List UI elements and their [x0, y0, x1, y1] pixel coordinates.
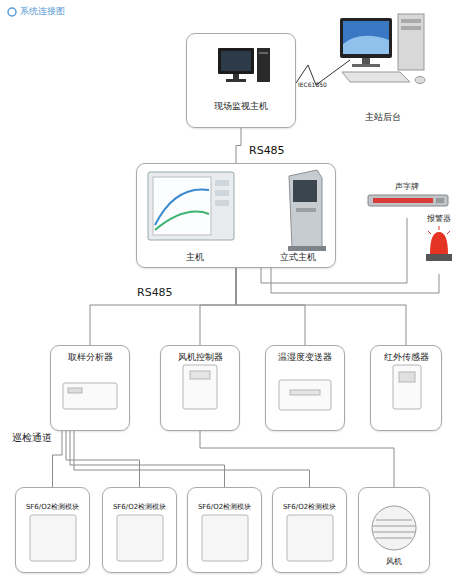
connector-line — [236, 268, 406, 345]
device-box: 温湿度变送器 — [265, 345, 345, 431]
beacon-icon — [426, 226, 452, 261]
node-label: 温湿度变送器 — [266, 352, 344, 363]
device-box: 报警器 — [420, 212, 458, 274]
device-box: SF6/O2检测模块 — [272, 487, 347, 573]
module-icons — [30, 515, 333, 561]
kiosk-icon — [288, 170, 326, 251]
node-label: 主站后台 — [320, 112, 445, 123]
connector-line — [66, 431, 140, 487]
device-box: 红外传感器 — [370, 345, 442, 431]
display-bar-icon — [368, 195, 448, 206]
device-icons — [63, 365, 421, 410]
node-label: 风机 — [359, 556, 429, 567]
host-panel-icon — [148, 172, 234, 240]
node-label: 声字牌 — [362, 181, 452, 192]
connector-line — [74, 431, 310, 487]
text-label: 巡检通道 — [12, 432, 52, 443]
device-box: RS485主机立式主机 — [136, 163, 336, 268]
connector-line — [53, 431, 63, 487]
title-bullet — [8, 8, 16, 16]
connector-line — [90, 268, 236, 345]
node-label: SF6/O2检测模块 — [103, 502, 176, 513]
device-box: 声字牌 — [362, 178, 452, 218]
device-box: SF6/O2检测模块 — [15, 487, 90, 573]
node-label: 主机 — [145, 252, 245, 263]
node-label: 立式主机 — [265, 252, 330, 263]
device-box: 取样分析器 — [50, 345, 130, 431]
node-label: SF6/O2检测模块 — [16, 502, 89, 513]
node-label: 红外传感器 — [371, 352, 441, 363]
connector-line — [70, 431, 225, 487]
device-box: SF6/O2检测模块 — [102, 487, 177, 573]
fan-icon — [372, 506, 416, 550]
device-box: 立式主机 — [265, 170, 330, 265]
device-box: 风机 — [358, 487, 430, 573]
node-label: 现场监视主机 — [187, 101, 295, 112]
diagram-title: 系统连接图 — [20, 6, 65, 17]
text-label: RS485 — [137, 287, 173, 298]
connector-line — [200, 431, 394, 487]
node-label: 取样分析器 — [51, 352, 129, 363]
device-box: 风机控制器 — [160, 345, 240, 431]
device-box: 主机 — [145, 170, 245, 265]
device-box: 现场监视主机 — [186, 33, 296, 128]
node-label: SF6/O2检测模块 — [188, 502, 261, 513]
connector-line — [271, 268, 439, 293]
node-label: 报警器 — [420, 213, 458, 224]
station-pc-icon — [340, 14, 425, 84]
node-label: SF6/O2检测模块 — [273, 502, 346, 513]
connector-line — [261, 218, 407, 283]
device-box: 主站后台 — [320, 8, 445, 128]
connector-line — [236, 268, 305, 345]
connector-line — [200, 268, 236, 345]
device-box: SF6/O2检测模块 — [187, 487, 262, 573]
monitor-pc-icon — [218, 48, 270, 82]
node-label: 风机控制器 — [161, 352, 239, 363]
connector-line — [236, 128, 241, 163]
node-label: RS485 — [249, 145, 285, 156]
edge-label: IEC61850 — [298, 79, 327, 90]
